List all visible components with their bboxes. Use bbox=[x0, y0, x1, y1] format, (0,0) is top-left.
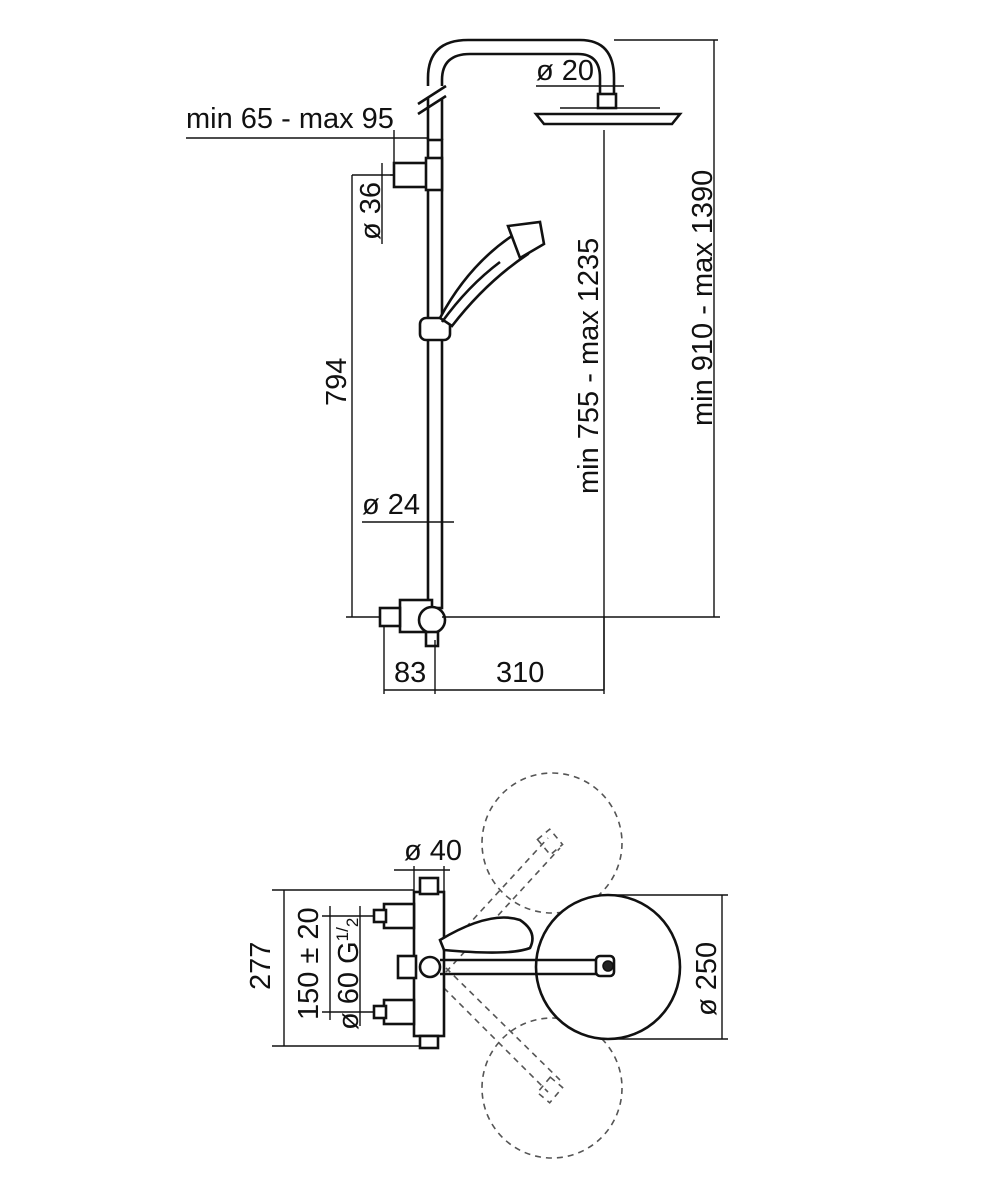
inlet-lower bbox=[382, 998, 416, 1026]
arm-offset-label: min 65 - max 95 bbox=[186, 103, 394, 135]
arm-top bbox=[440, 958, 604, 976]
thread-slash: / bbox=[333, 927, 352, 932]
riser-pipe bbox=[426, 138, 444, 610]
mixer-diameter-label: ø 40 bbox=[404, 835, 462, 867]
slider bbox=[418, 316, 452, 342]
head-height-label: min 755 - max 1235 bbox=[573, 238, 605, 494]
inlet-upper bbox=[382, 902, 416, 930]
head-diameter-label: ø 250 bbox=[691, 942, 723, 1016]
total-height-label: min 910 - max 1390 bbox=[687, 170, 719, 426]
shower-arm bbox=[426, 38, 616, 96]
shower-head-side bbox=[533, 112, 683, 126]
bracket-to-mixer-label: 794 bbox=[321, 358, 353, 406]
thread-sup: 1 bbox=[333, 932, 352, 941]
thread-sub: 2 bbox=[343, 918, 362, 927]
riser-diameter-label: ø 24 bbox=[362, 489, 420, 521]
top-view: ø 40 277 150 ± 20 ø 60 G1/2 ø 250 bbox=[245, 772, 728, 1159]
break-mark bbox=[417, 84, 447, 116]
head-rotation-upper bbox=[481, 772, 623, 914]
wall-to-riser-label: 83 bbox=[394, 657, 426, 689]
hand-shower-top bbox=[438, 916, 534, 954]
overall-depth-label: 277 bbox=[245, 942, 277, 990]
inlet-spacing-label: 150 ± 20 bbox=[293, 907, 325, 1020]
head-pipe-diameter-label: ø 20 bbox=[536, 55, 594, 87]
head-rotation-lower bbox=[481, 1017, 623, 1159]
riser-to-head-label: 310 bbox=[496, 657, 544, 689]
wall-bracket bbox=[392, 161, 430, 189]
mixer-knob-top bbox=[396, 954, 418, 980]
hose bbox=[440, 260, 501, 323]
inlet-diameter-label: ø 60 G1/2 bbox=[333, 918, 365, 1030]
side-view: min 65 - max 95 ø 20 ø 36 794 ø 24 min 7… bbox=[186, 38, 720, 694]
mixer-knob bbox=[417, 605, 447, 635]
head-connector bbox=[596, 92, 618, 110]
inlet-diameter-value: ø 60 G bbox=[333, 941, 365, 1030]
